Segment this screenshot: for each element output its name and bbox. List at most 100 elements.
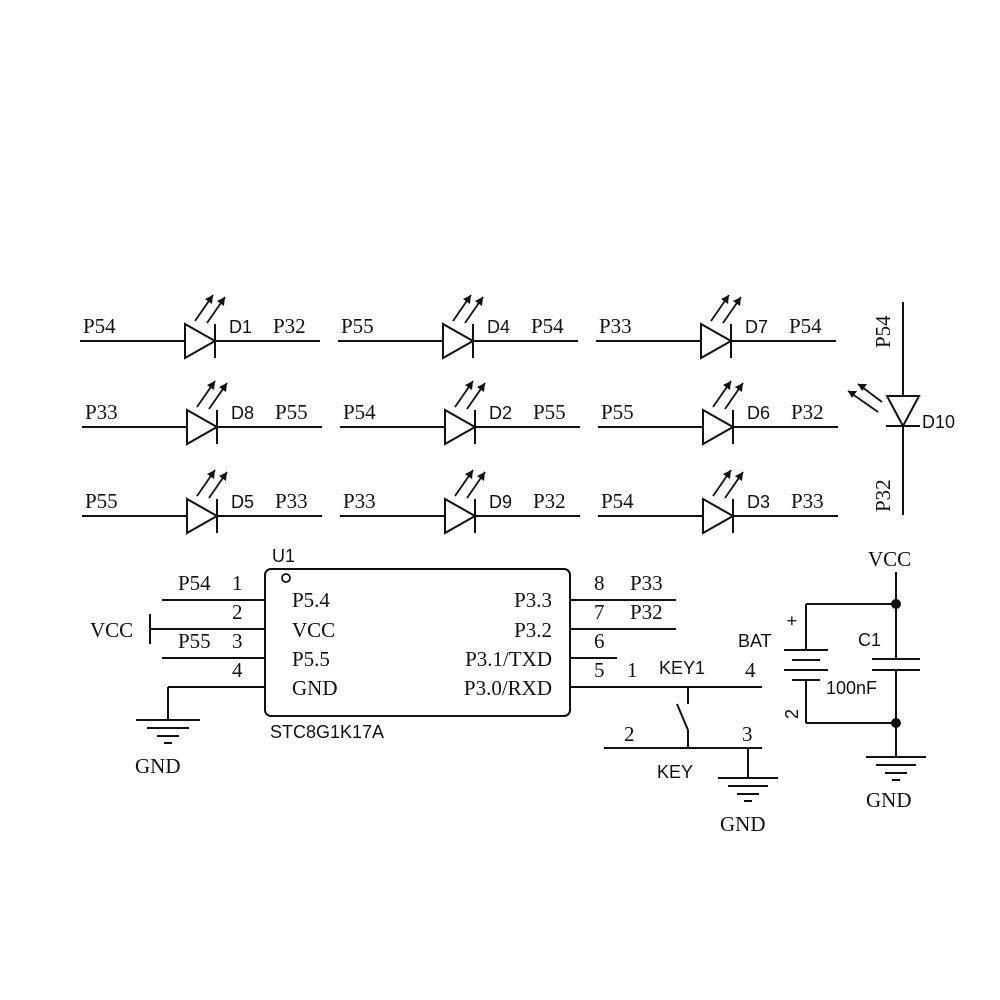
net-label-p32: P32 [630, 600, 663, 624]
switch-pin-4: 4 [745, 658, 756, 682]
net-label-p55: P55 [178, 629, 211, 653]
led-d4: P55 D4 P54 [338, 294, 578, 360]
power-gnd-symbol: GND [866, 723, 926, 812]
led-d5-emission-arrows [196, 469, 228, 499]
led-d2-left-net: P54 [343, 400, 376, 424]
switch-gnd-symbol: GND [718, 748, 778, 836]
pin-name-p54: P5.4 [292, 588, 330, 612]
switch-key1: KEY1 1 4 2 3 KEY GND [604, 658, 778, 836]
led-d10-emission-arrows [847, 383, 883, 413]
pin-number-4: 4 [232, 658, 243, 682]
battery-label: BAT [738, 631, 772, 651]
led-d7-emission-arrows [710, 294, 742, 324]
led-d5: P55 D5 P33 [82, 469, 322, 535]
vcc-label: VCC [868, 547, 911, 571]
led-d8-right-net: P55 [275, 400, 308, 424]
net-label-p33: P33 [630, 571, 663, 595]
mcu-body [264, 568, 571, 717]
led-d10-bottom-net: P32 [871, 479, 895, 512]
led-d2-triangle [444, 408, 478, 446]
pin-number-5: 5 [594, 658, 605, 682]
net-label-p54: P54 [178, 571, 211, 595]
pin1-marker [281, 573, 291, 583]
switch-gnd-label: GND [720, 812, 766, 836]
led-d5-left-net: P55 [85, 489, 118, 513]
mcu-u1: U1 STC8G1K17A P5.4 VCC P5.5 GND P3.3 P3.… [90, 546, 762, 778]
led-d9-emission-arrows [454, 469, 486, 499]
led-d4-triangle [442, 322, 476, 360]
led-d1-ref: D1 [229, 317, 252, 337]
pin-name-p32: P3.2 [514, 618, 552, 642]
led-d6-right-net: P32 [791, 400, 824, 424]
battery-bat: BAT + 2 [738, 604, 828, 723]
led-d9-ref: D9 [489, 492, 512, 512]
pin-number-7: 7 [594, 600, 605, 624]
led-d3-triangle [702, 497, 736, 535]
led-d6-triangle [702, 408, 736, 446]
led-d4-ref: D4 [487, 317, 510, 337]
led-d4-right-net: P54 [531, 314, 564, 338]
switch-ref: KEY1 [659, 658, 705, 678]
led-d3-left-net: P54 [601, 489, 634, 513]
led-d5-triangle [186, 497, 220, 535]
led-d7-right-net: P54 [789, 314, 822, 338]
led-d6-emission-arrows [712, 380, 744, 410]
led-d3-ref: D3 [747, 492, 770, 512]
mcu-gnd-symbol: GND [135, 687, 200, 778]
led-d1-right-net: P32 [273, 314, 306, 338]
pin-name-p55: P5.5 [292, 647, 330, 671]
mcu-gnd-label: GND [135, 754, 181, 778]
led-d9-right-net: P32 [533, 489, 566, 513]
led-d7-triangle [700, 322, 734, 360]
led-d2-emission-arrows [454, 380, 486, 410]
led-d1-emission-arrows [194, 294, 226, 324]
pin-number-2: 2 [232, 600, 243, 624]
pin-name-gnd: GND [292, 676, 338, 700]
led-d3-right-net: P33 [791, 489, 824, 513]
pin-number-8: 8 [594, 571, 605, 595]
switch-value: KEY [657, 762, 693, 782]
led-d2-ref: D2 [489, 403, 512, 423]
power-gnd-label: GND [866, 788, 912, 812]
mcu-part-number: STC8G1K17A [270, 722, 384, 742]
pin-name-txd: P3.1/TXD [465, 647, 552, 671]
led-d9-left-net: P33 [343, 489, 376, 513]
pin-name-p33: P3.3 [514, 588, 552, 612]
led-d6: P55 D6 P32 [598, 380, 838, 446]
led-d2: P54 D2 P55 [340, 380, 580, 446]
led-d8-triangle [186, 408, 220, 446]
capacitor-ref: C1 [858, 630, 881, 650]
led-d10-top-net: P54 [871, 315, 895, 348]
pin-number-3: 3 [232, 629, 243, 653]
switch-pin-2: 2 [624, 722, 635, 746]
led-d6-ref: D6 [747, 403, 770, 423]
led-d6-left-net: P55 [601, 400, 634, 424]
led-d7-left-net: P33 [599, 314, 632, 338]
vcc-port-label: VCC [90, 618, 133, 642]
led-d10: P54 P32 D10 [847, 302, 955, 515]
led-d1-triangle [184, 322, 218, 360]
pin-name-vcc: VCC [292, 618, 335, 642]
led-d5-ref: D5 [231, 492, 254, 512]
led-d4-emission-arrows [452, 294, 484, 324]
pin-number-6: 6 [594, 629, 605, 653]
led-d10-triangle [885, 395, 921, 429]
pin-name-rxd: P3.0/RXD [464, 676, 552, 700]
led-d8-ref: D8 [231, 403, 254, 423]
battery-plus-pin: + [782, 615, 802, 626]
led-d9: P33 D9 P32 [340, 469, 580, 535]
led-d2-right-net: P55 [533, 400, 566, 424]
mcu-ref: U1 [272, 546, 295, 566]
led-d3-emission-arrows [712, 469, 744, 499]
led-d10-ref: D10 [922, 412, 955, 432]
led-d4-left-net: P55 [341, 314, 374, 338]
led-d5-right-net: P33 [275, 489, 308, 513]
capacitor-value: 100nF [826, 678, 877, 698]
capacitor-c1: C1 100nF [826, 604, 920, 723]
led-d1-left-net: P54 [83, 314, 116, 338]
